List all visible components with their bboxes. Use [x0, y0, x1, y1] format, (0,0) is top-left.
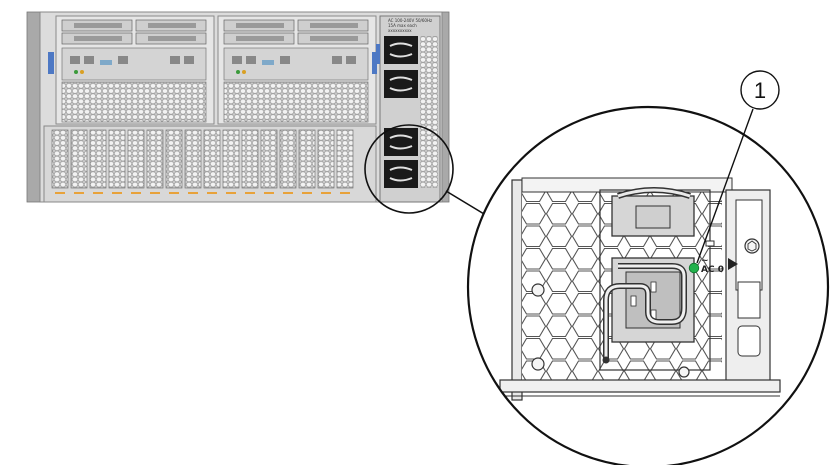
slot-marker — [93, 192, 103, 194]
cpu-module-left — [48, 15, 215, 125]
slot-marker — [131, 192, 141, 194]
pcie-slot-filler — [108, 129, 126, 189]
network-port — [346, 56, 356, 64]
pcie-slot-filler — [241, 129, 259, 189]
slot-marker — [302, 192, 312, 194]
network-port — [332, 56, 342, 64]
pcie-slot-filler — [165, 129, 183, 189]
network-port — [246, 56, 256, 64]
slot-marker — [112, 192, 122, 194]
slot-marker — [207, 192, 217, 194]
status-led-icon — [688, 262, 700, 274]
overview-highlight-circle — [364, 124, 454, 214]
pcie-slot-filler — [279, 129, 297, 189]
magnified-view-circle — [466, 105, 830, 465]
pcie-slot-filler — [184, 129, 202, 189]
slot-marker — [150, 192, 160, 194]
magnified-psu-view: ~ AC 0 — [468, 107, 828, 465]
blue-release-tab — [376, 44, 380, 64]
psu-column: AC 100-240V 50/60Hz 15A max each xxxxxxx… — [376, 15, 441, 203]
rating-label-line: xxxxxxxxxx — [388, 28, 412, 33]
pcie-slot-filler — [298, 129, 316, 189]
slot-marker — [321, 192, 331, 194]
power-cord-icon — [611, 187, 695, 237]
fan-grille — [223, 81, 369, 123]
power-supply — [384, 128, 418, 156]
callout-1: 1 — [696, 70, 780, 264]
callout-number: 1 — [754, 78, 766, 103]
psu-release-latch — [725, 189, 771, 391]
cpu-module-right — [217, 15, 377, 125]
ac-led-label: AC 0 — [701, 265, 724, 275]
rating-label-line: 15A max each — [388, 23, 417, 28]
left-rack-ear — [26, 11, 42, 203]
pcie-slot-filler — [317, 129, 335, 189]
latch-window — [737, 281, 761, 319]
fan-grille — [61, 81, 207, 123]
blue-release-tab — [372, 52, 377, 74]
ac-inlet — [602, 257, 695, 364]
slot-marker — [188, 192, 198, 194]
screw-icon — [531, 283, 545, 297]
network-port — [184, 56, 194, 64]
callout-leader-line — [696, 108, 754, 264]
led-indicator-slot — [705, 240, 715, 247]
slot-marker — [226, 192, 236, 194]
network-port — [84, 56, 94, 64]
pcie-slot-filler — [336, 129, 354, 189]
power-supply — [384, 160, 418, 188]
inlet-pin — [630, 295, 637, 307]
power-supply — [384, 36, 418, 64]
pcie-slot-filler — [70, 129, 88, 189]
slot-marker — [74, 192, 84, 194]
ac-symbol-label: ~ — [701, 256, 709, 266]
network-port — [232, 56, 242, 64]
power-supply — [384, 70, 418, 98]
pcie-slot-filler — [89, 129, 107, 189]
pcie-slot-filler — [260, 129, 278, 189]
chassis-base — [499, 379, 781, 393]
pcie-slot-filler — [203, 129, 221, 189]
usb-port — [262, 60, 274, 65]
slot-marker — [169, 192, 179, 194]
chassis-rail — [511, 179, 523, 401]
network-port — [118, 56, 128, 64]
pcie-slot-filler — [222, 129, 240, 189]
pcie-slot-filler — [146, 129, 164, 189]
slot-marker — [264, 192, 274, 194]
blue-release-tab — [48, 52, 54, 74]
rating-label-line: AC 100-240V 50/60Hz — [388, 18, 432, 23]
server-rear-view: AC 100-240V 50/60Hz 15A max each xxxxxxx… — [26, 11, 454, 214]
slot-marker — [340, 192, 350, 194]
slot-marker — [245, 192, 255, 194]
screw-icon — [531, 357, 545, 371]
callout-bubble — [740, 70, 780, 110]
slot-marker — [55, 192, 65, 194]
pcie-slot-area — [43, 125, 377, 203]
slot-marker — [283, 192, 293, 194]
network-port — [280, 56, 290, 64]
pcie-slot-filler — [51, 129, 69, 189]
network-port — [170, 56, 180, 64]
usb-port — [100, 60, 112, 65]
network-port — [70, 56, 80, 64]
inlet-pin — [650, 281, 657, 293]
screw-icon — [678, 366, 690, 378]
pcie-slot-filler — [127, 129, 145, 189]
